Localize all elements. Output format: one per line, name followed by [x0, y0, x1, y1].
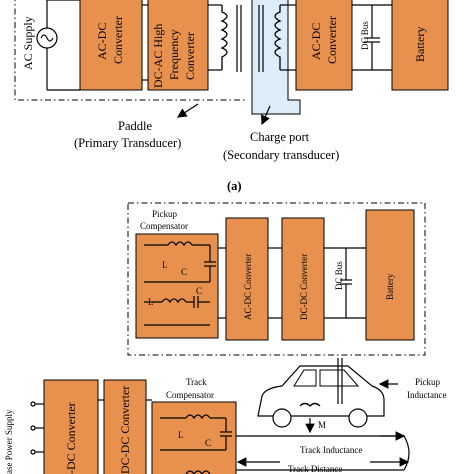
inductor-icon-l2 [161, 298, 187, 304]
diagram-b-vehicle: Pickup Compensator L C L C AC-DC Convert… [127, 202, 426, 356]
inductor-icon-l1 [167, 241, 193, 247]
battery-block-a [391, 0, 449, 91]
converter-1-label: -DC Converter [64, 402, 78, 474]
converter-block-2 [103, 379, 147, 474]
ac-dc-converter-a2-label-2: Converter [325, 16, 339, 64]
paddle-enclosure [14, 0, 245, 101]
ac-dc-converter-block-a2 [295, 0, 353, 91]
c3-label: C [205, 438, 211, 448]
paddle-label: Paddle [118, 119, 152, 133]
track-inductance-label: Track Inductance [300, 445, 362, 455]
sine-icon [40, 34, 54, 42]
ac-dc-converter-block-a [79, 0, 143, 91]
secondary-coil-icon [274, 5, 282, 70]
diagram-a: AC Supply AC-DC Converter DC-AC High Fre… [14, 0, 449, 193]
dc-ac-label-1: DC-AC High [151, 24, 165, 88]
paddle-sublabel: (Primary Transducer) [74, 136, 181, 150]
l1-label: L [162, 260, 168, 270]
car-wheel-rear-icon [348, 408, 368, 428]
charge-port-sublabel: (Secondary transducer) [223, 148, 339, 162]
dc-bus-label-a: DC Bus [360, 21, 370, 50]
c2-label: C [196, 286, 202, 296]
ac-dc-converter-label-a-1: AC-DC [95, 23, 109, 60]
car-wheel-front-icon [272, 408, 292, 428]
inductor-icon-l3 [185, 414, 211, 420]
ac-dc-converter-label-b: AC-DC Converter [243, 254, 253, 320]
three-phase-supply-label: ase Power Supply [4, 409, 14, 474]
l2-label: L [148, 297, 154, 307]
ac-supply-label: AC Supply [21, 16, 35, 70]
converter-2-label: DC-DC Converter [118, 386, 132, 474]
pickup-compensator-label-2: Compensator [140, 221, 188, 231]
c1-label: C [181, 267, 187, 277]
track-compensator-label-2: Compensator [166, 390, 214, 400]
primary-coil-icon [220, 5, 228, 70]
pickup-inductance-label-2: Inductance [407, 390, 446, 400]
track-compensator-block [151, 401, 237, 474]
track-compensator-label-1: Track [186, 377, 207, 387]
charge-port-shape [251, 0, 301, 115]
dc-dc-converter-block-b [281, 217, 325, 341]
charge-port-label: Charge port [250, 130, 310, 144]
dc-dc-converter-label-b: DC-DC Converter [299, 254, 309, 320]
dc-ac-label-2: Frequency [167, 29, 181, 80]
ac-dc-converter-a2-label-1: AC-DC [309, 23, 323, 60]
dc-bus-label-b: DC Bus [334, 261, 344, 290]
mutual-inductance-label: M [318, 420, 326, 430]
diagram-b-track: ase Power Supply -DC Converter DC-DC Con… [4, 358, 446, 474]
battery-label-b: Battery [385, 273, 395, 300]
dc-ac-label-3: Converter [183, 32, 197, 80]
pickup-compensator-block [135, 233, 219, 339]
battery-block-b [365, 209, 415, 341]
l3-label: L [178, 430, 184, 440]
vehicle-enclosure [127, 202, 426, 356]
ac-dc-converter-label-a-2: Converter [111, 16, 125, 64]
pickup-inductance-label-1: Pickup [415, 377, 441, 387]
battery-label-a: Battery [413, 27, 427, 62]
track-distance-label: Track Distance [288, 464, 342, 474]
car-body-icon [257, 365, 385, 417]
dc-ac-converter-block [147, 0, 209, 91]
converter-block-1 [43, 379, 99, 474]
caption-a: (a) [227, 179, 242, 193]
pickup-compensator-label-1: Pickup [152, 209, 178, 219]
ac-dc-converter-block-b [225, 217, 269, 341]
pickup-coil-icon [299, 402, 321, 407]
